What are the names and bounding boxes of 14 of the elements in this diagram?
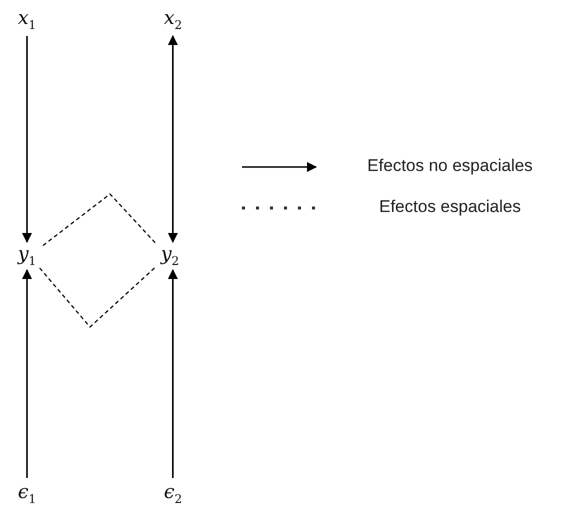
math-symbol: x$_{2}$ bbox=[164, 9, 182, 31]
math-symbol: y$_{1}$ bbox=[18, 245, 36, 267]
arrow bbox=[22, 36, 32, 243]
math-symbol: ϵ$_{1}$ bbox=[18, 483, 36, 505]
arrow bbox=[168, 35, 178, 243]
arrow bbox=[168, 269, 178, 478]
math-symbol: y$_{2}$ bbox=[160, 245, 180, 267]
legend-text: Efectos espaciales bbox=[379, 197, 521, 217]
math-symbol: x$_{1}$ bbox=[18, 9, 36, 31]
arrow bbox=[22, 269, 32, 478]
legend-text: Efectos no espaciales bbox=[367, 156, 533, 176]
math-symbol: ϵ$_{2}$ bbox=[164, 483, 182, 505]
dashed-connector bbox=[42, 193, 157, 246]
dashed-connector bbox=[39, 268, 155, 328]
